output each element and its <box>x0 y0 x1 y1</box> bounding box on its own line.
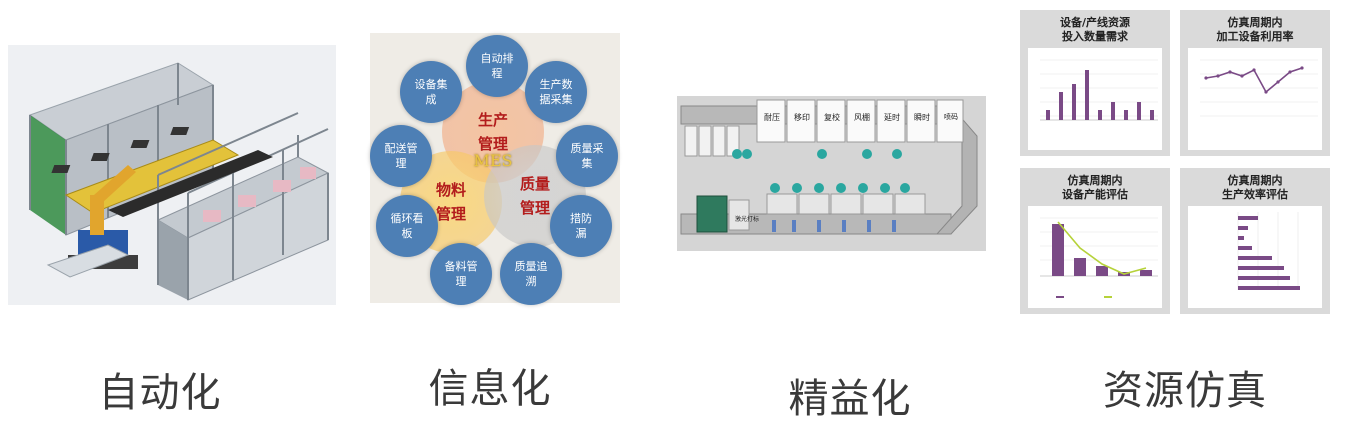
card-title: 设备/产线资源 投入数量需求 <box>1059 16 1131 43</box>
distribution-management-petal: 配送管 理 <box>370 125 432 187</box>
card-title: 仿真周期内 生产效率评估 <box>1222 174 1288 201</box>
station-label: 喷码 <box>944 113 958 121</box>
sim-card-equipment-utilization: 仿真周期内 加工设备利用率 <box>1180 10 1330 156</box>
cycle-kanban-petal: 循环看 板 <box>376 195 438 257</box>
sim-card-capacity-assessment: 仿真周期内 设备产能评估 <box>1020 168 1170 314</box>
mes-diagram: 生产 管理 物料 管理 质量 管理 MES 自动排 程 生产数 据采集 质量采 … <box>370 33 620 305</box>
combo-chart-capacity <box>1028 206 1162 308</box>
card-title: 仿真周期内 设备产能评估 <box>1062 174 1128 201</box>
caption-lean: 精益化 <box>788 376 912 422</box>
mes-center-label: MES <box>473 151 513 170</box>
lean-layout-image: 耐压 移印 复校 风棚 延时 瞬时 喷码 激光打标 <box>677 96 986 251</box>
material-prep-petal: 备料管 理 <box>430 243 492 305</box>
sim-card-efficiency-assessment: 仿真周期内 生产效率评估 <box>1180 168 1330 314</box>
production-data-collection-petal: 生产数 据采集 <box>525 61 587 123</box>
laser-marking-sign: 激光打标 <box>735 216 760 223</box>
station-label: 耐压 <box>764 113 780 122</box>
caption-informatization: 信息化 <box>428 366 552 412</box>
quality-collection-petal: 质量采 集 <box>556 125 618 187</box>
hbar-chart-efficiency <box>1188 206 1322 308</box>
line-chart-utilization <box>1188 48 1322 150</box>
station-label: 延时 <box>884 113 900 122</box>
bar-chart-resource <box>1028 48 1162 150</box>
auto-scheduling-petal: 自动排 程 <box>466 35 528 97</box>
automation-line-image <box>8 45 336 305</box>
station-label: 风棚 <box>854 113 870 122</box>
station-label: 复校 <box>824 113 840 122</box>
station-label: 瞬时 <box>914 113 930 122</box>
card-title: 仿真周期内 加工设备利用率 <box>1216 16 1294 43</box>
equipment-integration-petal: 设备集 成 <box>400 61 462 123</box>
station-label: 移印 <box>794 113 810 122</box>
lean-line-illustration <box>680 99 978 235</box>
error-proofing-petal: 措防 漏 <box>550 195 612 257</box>
caption-simulation: 资源仿真 <box>1103 368 1267 414</box>
sim-card-resource-demand: 设备/产线资源 投入数量需求 <box>1020 10 1170 156</box>
caption-automation: 自动化 <box>98 370 222 416</box>
quality-traceability-petal: 质量追 溯 <box>500 243 562 305</box>
production-line-illustration <box>28 62 330 301</box>
